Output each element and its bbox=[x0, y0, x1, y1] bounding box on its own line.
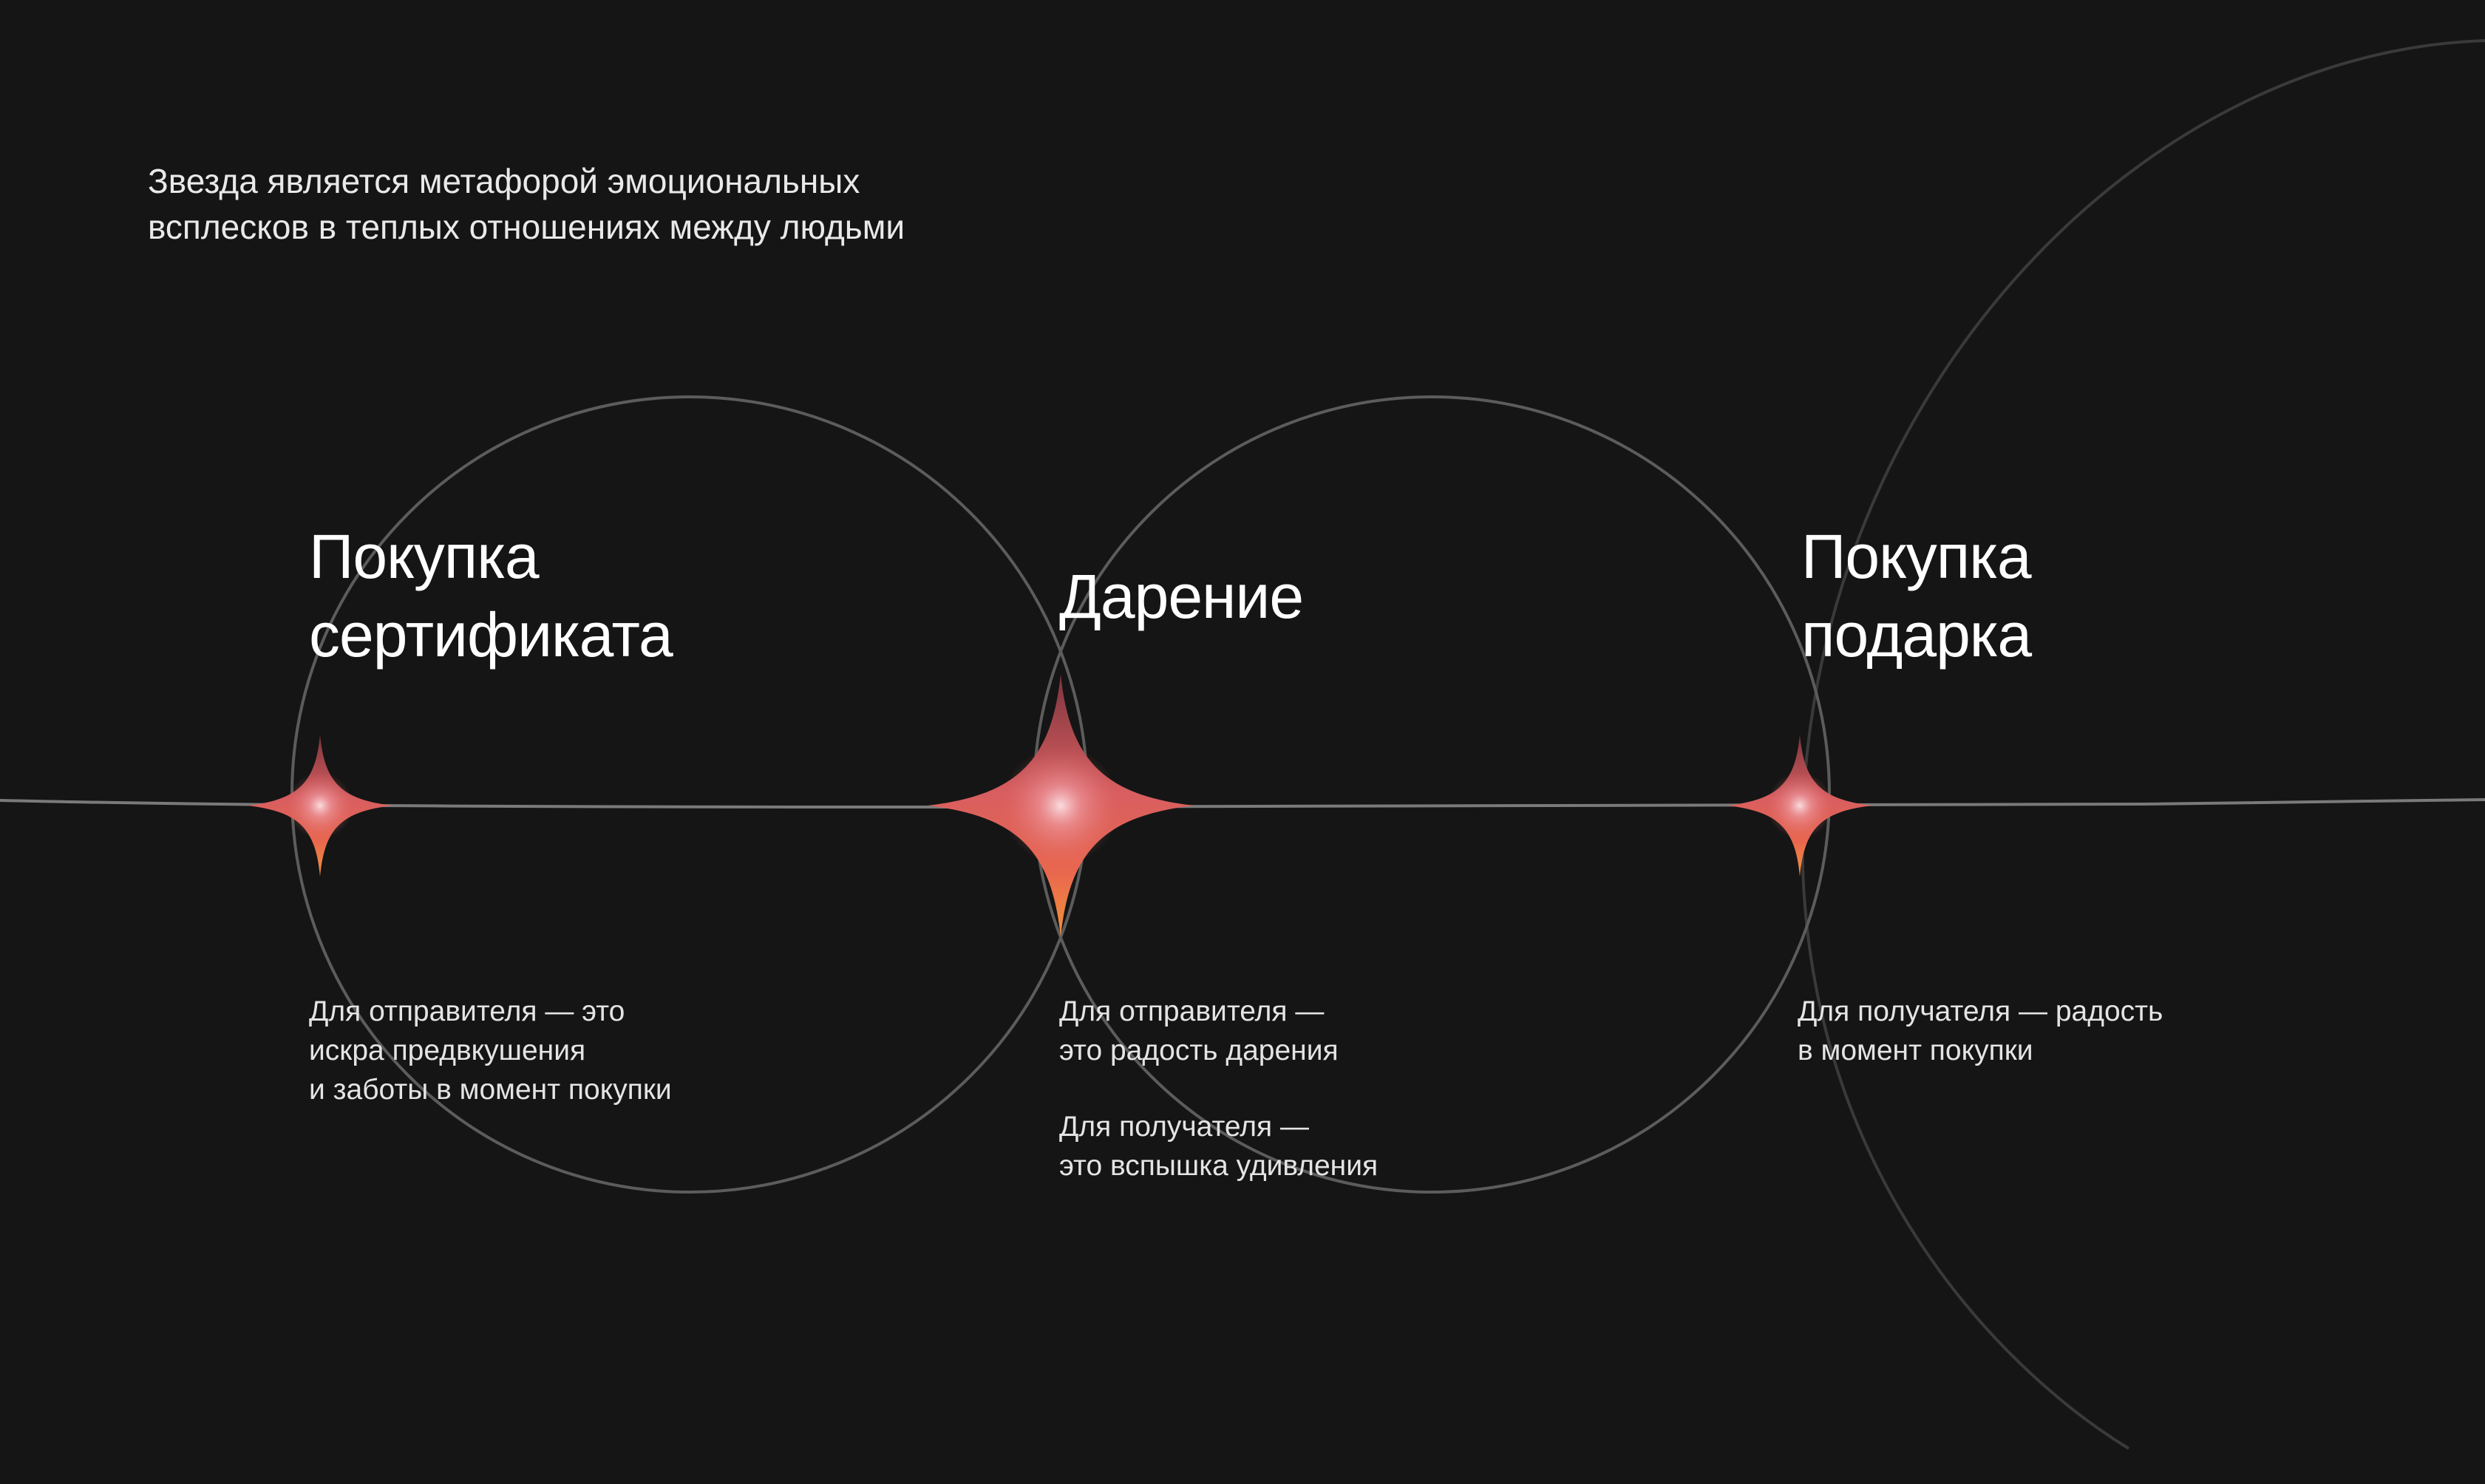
star-sparkle-icon bbox=[928, 674, 1194, 937]
stage-description-line: и заботы в момент покупки bbox=[309, 1074, 672, 1106]
stage-title-certificate-purchase: Покупка сертификата bbox=[309, 517, 673, 674]
intro-line-1: Звезда является метафорой эмоциональных bbox=[148, 162, 860, 200]
stage-description-gift-purchase: Для получателя — радость в момент покупк… bbox=[1798, 992, 2163, 1070]
large-background-arc bbox=[1801, 39, 2485, 1450]
stage-title-line: сертификата bbox=[309, 600, 673, 670]
stage-description-line: искра предвкушения bbox=[309, 1035, 586, 1066]
stage-description-gifting: Для отправителя — это радость дарения Дл… bbox=[1059, 992, 1378, 1185]
stage-description-line: Для получателя — радость bbox=[1798, 995, 2163, 1027]
star-sparkle-icon bbox=[248, 735, 392, 877]
stage-description-line: это вспышка удивления bbox=[1059, 1150, 1379, 1182]
intro-text: Звезда является метафорой эмоциональных … bbox=[148, 158, 1183, 250]
stage-title-gifting: Дарение bbox=[1059, 557, 1304, 636]
stage-description-line: Для отправителя — это bbox=[309, 995, 625, 1027]
stage-description-line: в момент покупки bbox=[1798, 1035, 2033, 1066]
intro-line-2: всплесков в теплых отношениях между людь… bbox=[148, 208, 905, 246]
stage-title-line: Покупка bbox=[1801, 522, 2032, 591]
stage-description-certificate-purchase: Для отправителя — это искра предвкушения… bbox=[309, 992, 672, 1109]
stage-description-line: это радость дарения bbox=[1059, 1035, 1339, 1066]
stage-title-line: Дарение bbox=[1059, 562, 1304, 631]
timeline-line bbox=[0, 798, 2485, 809]
stage-description-line: Для отправителя — bbox=[1059, 995, 1325, 1027]
stage-title-gift-purchase: Покупка подарка bbox=[1801, 517, 2032, 674]
stage-title-line: Покупка bbox=[309, 522, 540, 591]
stage-description-line: Для получателя — bbox=[1059, 1111, 1310, 1143]
stage-title-line: подарка bbox=[1801, 600, 2032, 670]
star-sparkle-icon bbox=[1727, 735, 1872, 877]
